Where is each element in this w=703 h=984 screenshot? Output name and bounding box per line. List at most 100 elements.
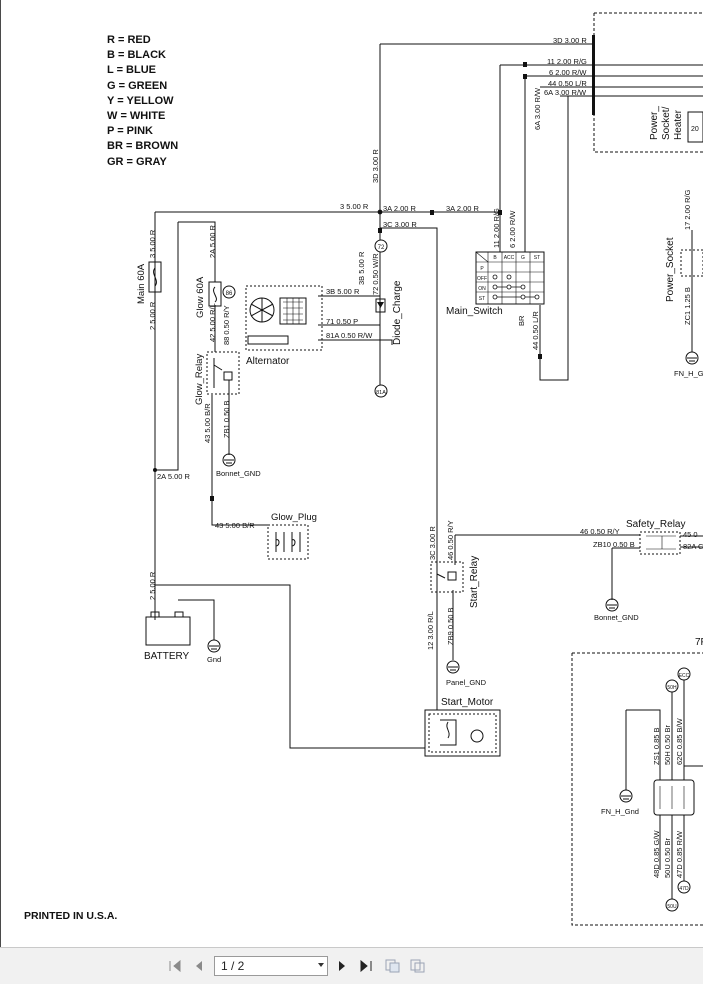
switch-row: ON	[478, 286, 486, 292]
wire-label: 3 5.00 R	[340, 202, 369, 211]
connector-label: 50H	[667, 685, 677, 691]
wire-label: 2A 5.00 R	[208, 224, 217, 258]
previous-page-icon	[196, 961, 202, 971]
main-fuse	[148, 261, 162, 293]
connector-label: ECC	[679, 673, 690, 679]
wire-label: 11 2.00 R/G	[492, 208, 501, 248]
main-switch-label: Main_Switch	[446, 306, 503, 317]
wire-label: 81A 0.50 R/W	[326, 331, 373, 340]
wire	[626, 709, 661, 780]
legend-item: L = BLUE	[107, 64, 157, 77]
wire-label: 71 0.50 P	[326, 317, 358, 326]
alternator	[245, 285, 323, 351]
connector-86-icon	[222, 285, 236, 299]
chevron-down-icon	[318, 963, 324, 967]
wire-label: 3 5.00 R	[148, 229, 157, 258]
start-motor-label: Start_Motor	[441, 697, 494, 708]
diode	[375, 298, 386, 313]
two-page-view-button[interactable]	[409, 956, 427, 976]
single-page-view-button[interactable]	[384, 956, 402, 976]
start-motor	[424, 709, 501, 757]
connector-81a-icon	[374, 384, 388, 398]
first-page-button[interactable]	[166, 956, 184, 976]
connector-50u-icon	[665, 898, 679, 912]
wire	[178, 221, 216, 282]
legend-item: W = WHITE	[107, 109, 166, 122]
glow-relay-label: Glow_Relay	[194, 354, 205, 405]
battery-label: BATTERY	[144, 651, 190, 662]
switch-contacts	[492, 274, 540, 300]
wire	[211, 395, 268, 526]
wire-label: 43 5.00 B/R	[215, 521, 255, 530]
wire-label: 3B 5.00 R	[357, 251, 366, 285]
connector-label: 47D	[679, 886, 689, 892]
wire-label: 45 0	[683, 530, 698, 539]
ground-symbol-icon	[685, 351, 699, 365]
legend-item: BR = BROWN	[107, 140, 179, 153]
wire-label: 12 3.00 R/L	[426, 611, 435, 650]
wire-label: 3D 3.00 R	[553, 36, 587, 45]
wire-label: 3C 3.00 R	[428, 526, 437, 560]
wire-label: 44 0.50 L/R	[548, 79, 587, 88]
panel-gnd-label: Panel_GND	[446, 678, 487, 687]
main-switch-table	[475, 251, 545, 305]
switch-col: G	[521, 255, 525, 261]
glow-plug	[267, 524, 309, 560]
legend-item: G = GREEN	[107, 79, 168, 92]
start-relay-label: Start_Relay	[469, 556, 480, 608]
wire-label: 6A 3.00 R/W	[533, 87, 542, 130]
wire-label: BR	[517, 315, 526, 326]
wire-label: ZS1 0.85 B	[652, 727, 661, 765]
power-socket-heater-label: Socket/	[661, 106, 672, 140]
connector-label: 86	[226, 291, 233, 297]
switch-row: P	[480, 266, 484, 272]
harness-bar	[592, 35, 595, 115]
page-number-value: 1 / 2	[221, 959, 245, 973]
wire-label: ZC1 1.25 B	[683, 287, 692, 325]
next-page-button[interactable]	[333, 956, 351, 976]
wire-label: 3A 2.00 R	[446, 204, 480, 213]
wire-label: ZB9 0.50 B	[446, 607, 455, 645]
single-page-view-icon	[385, 959, 400, 973]
pdf-toolbar: 1 / 2	[0, 947, 703, 984]
previous-page-button[interactable]	[190, 956, 208, 976]
diode-charge-label: Diode_Charge	[392, 280, 403, 345]
bonnet-gnd-label: Bonnet_GND	[594, 613, 639, 622]
wire-label: 48D 0.85 G/W	[652, 830, 661, 878]
wire	[539, 96, 569, 381]
wire-marker	[378, 228, 382, 233]
wire-label: 2 5.00 R	[148, 301, 157, 330]
document-page: R = RED B = BLACK L = BLUE G = GREEN Y =…	[0, 0, 703, 947]
last-page-icon	[360, 960, 372, 972]
switch-col: ST	[534, 255, 540, 261]
wire-label: 3D 3.00 R	[371, 149, 380, 183]
fn-h-gnd-label: FN_H_G	[674, 369, 703, 378]
connector-label: 72	[378, 245, 385, 251]
connector-50h-icon	[665, 679, 679, 693]
safety-relay-label: Safety_Relay	[626, 519, 685, 530]
wire-marker	[523, 74, 527, 79]
safety-relay	[639, 531, 681, 555]
page-number-select[interactable]: 1 / 2	[214, 956, 328, 976]
start-relay	[430, 561, 464, 593]
wire-label: 3A 2.00 R	[383, 204, 417, 213]
first-page-icon	[169, 960, 181, 972]
wire-label: ZB10 0.50 B	[593, 540, 635, 549]
wire-label: 11 2.00 R/G	[547, 57, 587, 66]
last-page-button[interactable]	[357, 956, 375, 976]
switch-row: OFF	[477, 276, 487, 282]
next-page-icon	[339, 961, 345, 971]
power-socket-heater-label: Power_	[649, 106, 660, 140]
wire-label: ZB1 0.50 B	[222, 400, 231, 438]
ground-symbol-icon	[446, 660, 460, 674]
gnd-label: Gnd	[207, 655, 221, 664]
wire-label: 3B 5.00 R	[326, 287, 360, 296]
heater-value: 20	[691, 126, 699, 133]
power-socket-heater-label: Heater	[673, 109, 684, 140]
legend-item: P = PINK	[107, 125, 153, 138]
ground-symbol-icon	[619, 789, 633, 803]
wire-label: 50H 0.50 Br	[663, 724, 672, 765]
glow-fuse-label: Glow 60A	[195, 276, 206, 318]
wire-label: 62C 0.85 B/W	[675, 717, 684, 765]
wire	[155, 222, 179, 471]
